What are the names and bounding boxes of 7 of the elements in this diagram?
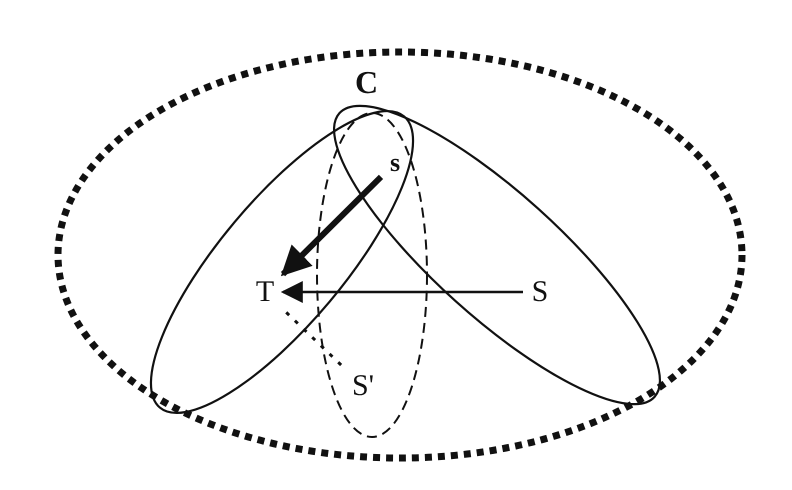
arrow [280, 174, 384, 276]
point-label: S [526, 274, 554, 310]
point-label: T [250, 274, 280, 310]
point-label: C [355, 66, 378, 98]
point-label: S' [344, 368, 382, 404]
point-label: s [384, 148, 406, 178]
arrow [280, 281, 523, 303]
